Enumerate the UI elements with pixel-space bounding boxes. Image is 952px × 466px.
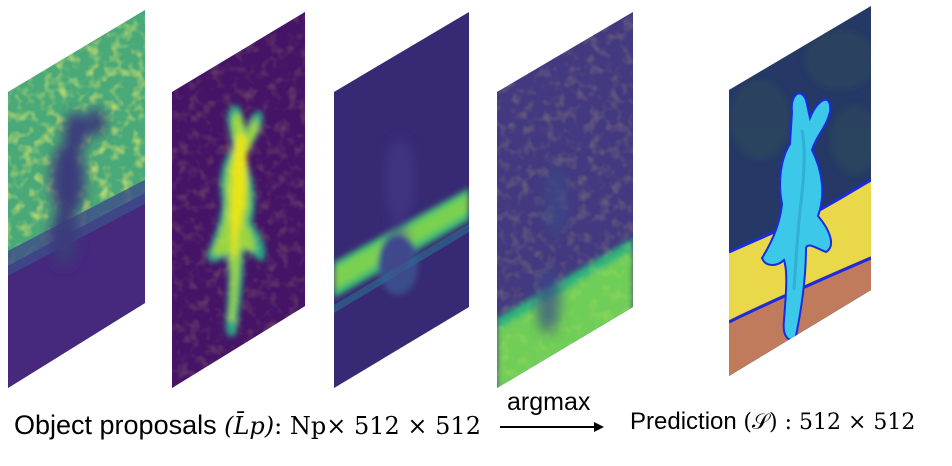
proposal-map-person xyxy=(172,12,305,388)
prediction-label: Prediction xyxy=(630,408,737,435)
prediction-shape: : 512 × 512 xyxy=(777,410,916,435)
object-proposals-caption: Object proposals (L̄p): Np× 512 × 512 xyxy=(14,410,481,441)
prediction-caption: Prediction (𝒮) : 512 × 512 xyxy=(630,408,915,436)
object-proposals-label: Object proposals xyxy=(14,410,217,440)
object-proposals-shape: : Np× 512 × 512 xyxy=(274,412,481,440)
prediction-symbol: (𝒮) xyxy=(743,410,778,435)
proposal-map-ground xyxy=(497,12,633,388)
prediction-segmentation-map xyxy=(729,6,871,376)
argmax-arrow xyxy=(500,422,604,432)
proposal-map-background xyxy=(8,10,145,388)
object-proposals-symbol: (L̄p) xyxy=(224,412,275,440)
proposal-map-field xyxy=(334,12,469,388)
argmax-label: argmax xyxy=(507,388,591,416)
